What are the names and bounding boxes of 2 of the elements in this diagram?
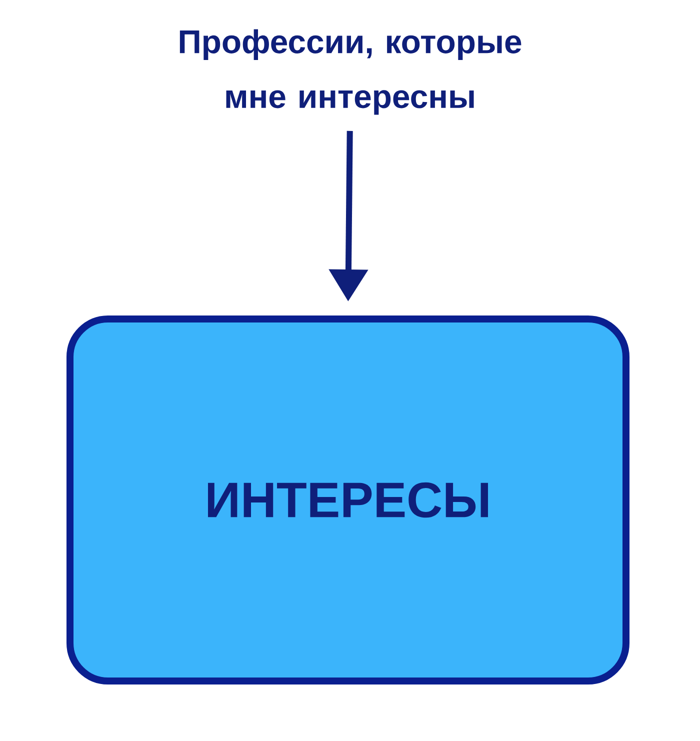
rounded-box: ИНТЕРЕСЫ [66,316,630,684]
heading-text: Профессии, которые мне интересны [180,29,522,115]
